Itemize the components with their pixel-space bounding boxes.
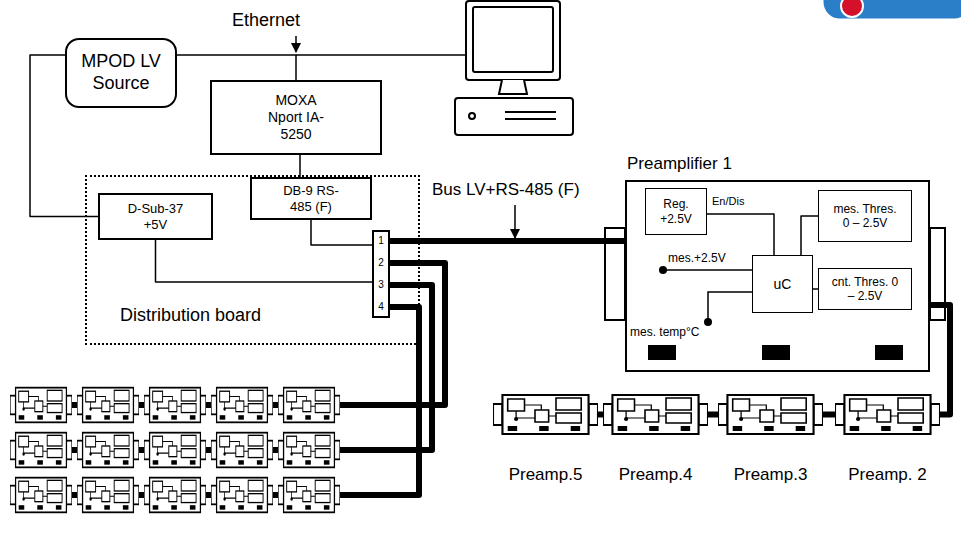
converter-box: MOXA Nport IA-5250 (210, 80, 382, 155)
preamp-board (211, 388, 273, 423)
node-label: DB-9 RS-485 (F) (274, 183, 349, 214)
wire (299, 155, 301, 177)
preamp-board: Preamp.5 (493, 392, 598, 437)
pin-number: 4 (374, 296, 388, 318)
preamp-board (144, 388, 206, 423)
bus-cable (598, 412, 603, 418)
preamp-board (77, 478, 139, 513)
signal-label: mes.+2.5V (668, 252, 726, 266)
pointer-arrow (295, 36, 297, 52)
preamp-board (10, 478, 72, 513)
preamp-board (10, 433, 72, 468)
preamp-board (77, 388, 139, 423)
chip (762, 345, 790, 360)
bus-cable (823, 412, 835, 418)
bus-cable (340, 263, 445, 495)
power-supply-box: MPOD LV Source (65, 38, 177, 108)
preamp-board (211, 433, 273, 468)
wire (311, 220, 372, 245)
preamp-icon (718, 392, 823, 437)
node-label: Reg. +2.5V (651, 197, 701, 226)
wire (801, 216, 818, 255)
preamp-board: Preamp. 2 (835, 392, 940, 437)
preamp-board (10, 388, 72, 423)
node-label: Preamp.4 (619, 465, 693, 485)
node-label: D-Sub-37 +5V (116, 201, 196, 232)
node-label: Preamp. 2 (848, 465, 926, 485)
chip (648, 345, 676, 360)
preamp-board (278, 433, 340, 468)
board-frame: Distribution board D-Sub-37 +5V DB-9 RS-48… (85, 175, 420, 345)
preamp-board: Preamp.4 (603, 392, 708, 437)
ethernet-wire (296, 54, 466, 56)
signal-wire (708, 292, 752, 322)
logo-dot (841, 0, 863, 17)
logo-band (822, 0, 961, 20)
node-label: mes. Thres. 0 – 2.5V (829, 202, 901, 231)
bus-cable (390, 238, 625, 244)
preamp-board (77, 433, 139, 468)
wire (707, 214, 774, 255)
preamp-board: Preamplifier 1Reg. +2.5Vmes. Thres. 0 – … (625, 180, 930, 372)
pin-number: 2 (374, 252, 388, 274)
preamp-icon (835, 392, 940, 437)
preamp-icon (603, 392, 708, 437)
preamp-board (278, 478, 340, 513)
node-label: MPOD LV Source (71, 51, 171, 94)
pin-number: 1 (374, 230, 388, 252)
connector-box: D-Sub-37 +5V (98, 193, 213, 240)
wire (177, 55, 296, 80)
node-label: Distribution board (120, 305, 261, 327)
preamp-chain (10, 388, 340, 513)
wire (156, 240, 373, 282)
preamp-board: Preamp.3 (718, 392, 823, 437)
dac-box: cnt. Thres. 0 – 2.5V (818, 268, 912, 310)
signal-label: Ethernet (232, 10, 300, 31)
preamp-icon (493, 392, 598, 437)
node-label: uC (774, 276, 792, 293)
wire (30, 55, 98, 217)
node-label: cnt. Thres. 0 – 2.5V (829, 275, 901, 304)
signal-wire (663, 269, 752, 271)
pointer-arrow (514, 205, 516, 238)
node-label: Preamplifier 1 (627, 154, 732, 174)
signal-label: mes. temp°C (630, 326, 699, 340)
chip (875, 345, 903, 360)
adc-box: mes. Thres. 0 – 2.5V (818, 190, 912, 242)
preamp-board (144, 433, 206, 468)
regulator-box: Reg. +2.5V (645, 188, 707, 235)
bus-cable (930, 305, 950, 415)
bus-cable (708, 412, 718, 418)
node-label: Preamp.5 (509, 465, 583, 485)
microcontroller-box: uC (752, 255, 813, 313)
pin-number: 3 (374, 274, 388, 296)
computer-icon (455, 1, 573, 135)
node-label: MOXA Nport IA-5250 (258, 92, 334, 142)
output-connector: 1234 (372, 230, 390, 318)
preamp-board (278, 388, 340, 423)
connector-box: DB-9 RS-485 (F) (250, 177, 372, 220)
signal-label: En/Dis (712, 195, 744, 208)
bus-label: Bus LV+RS-485 (F) (432, 180, 580, 200)
preamp-board (211, 478, 273, 513)
preamp-board (144, 478, 206, 513)
node-label: Preamp.3 (734, 465, 808, 485)
